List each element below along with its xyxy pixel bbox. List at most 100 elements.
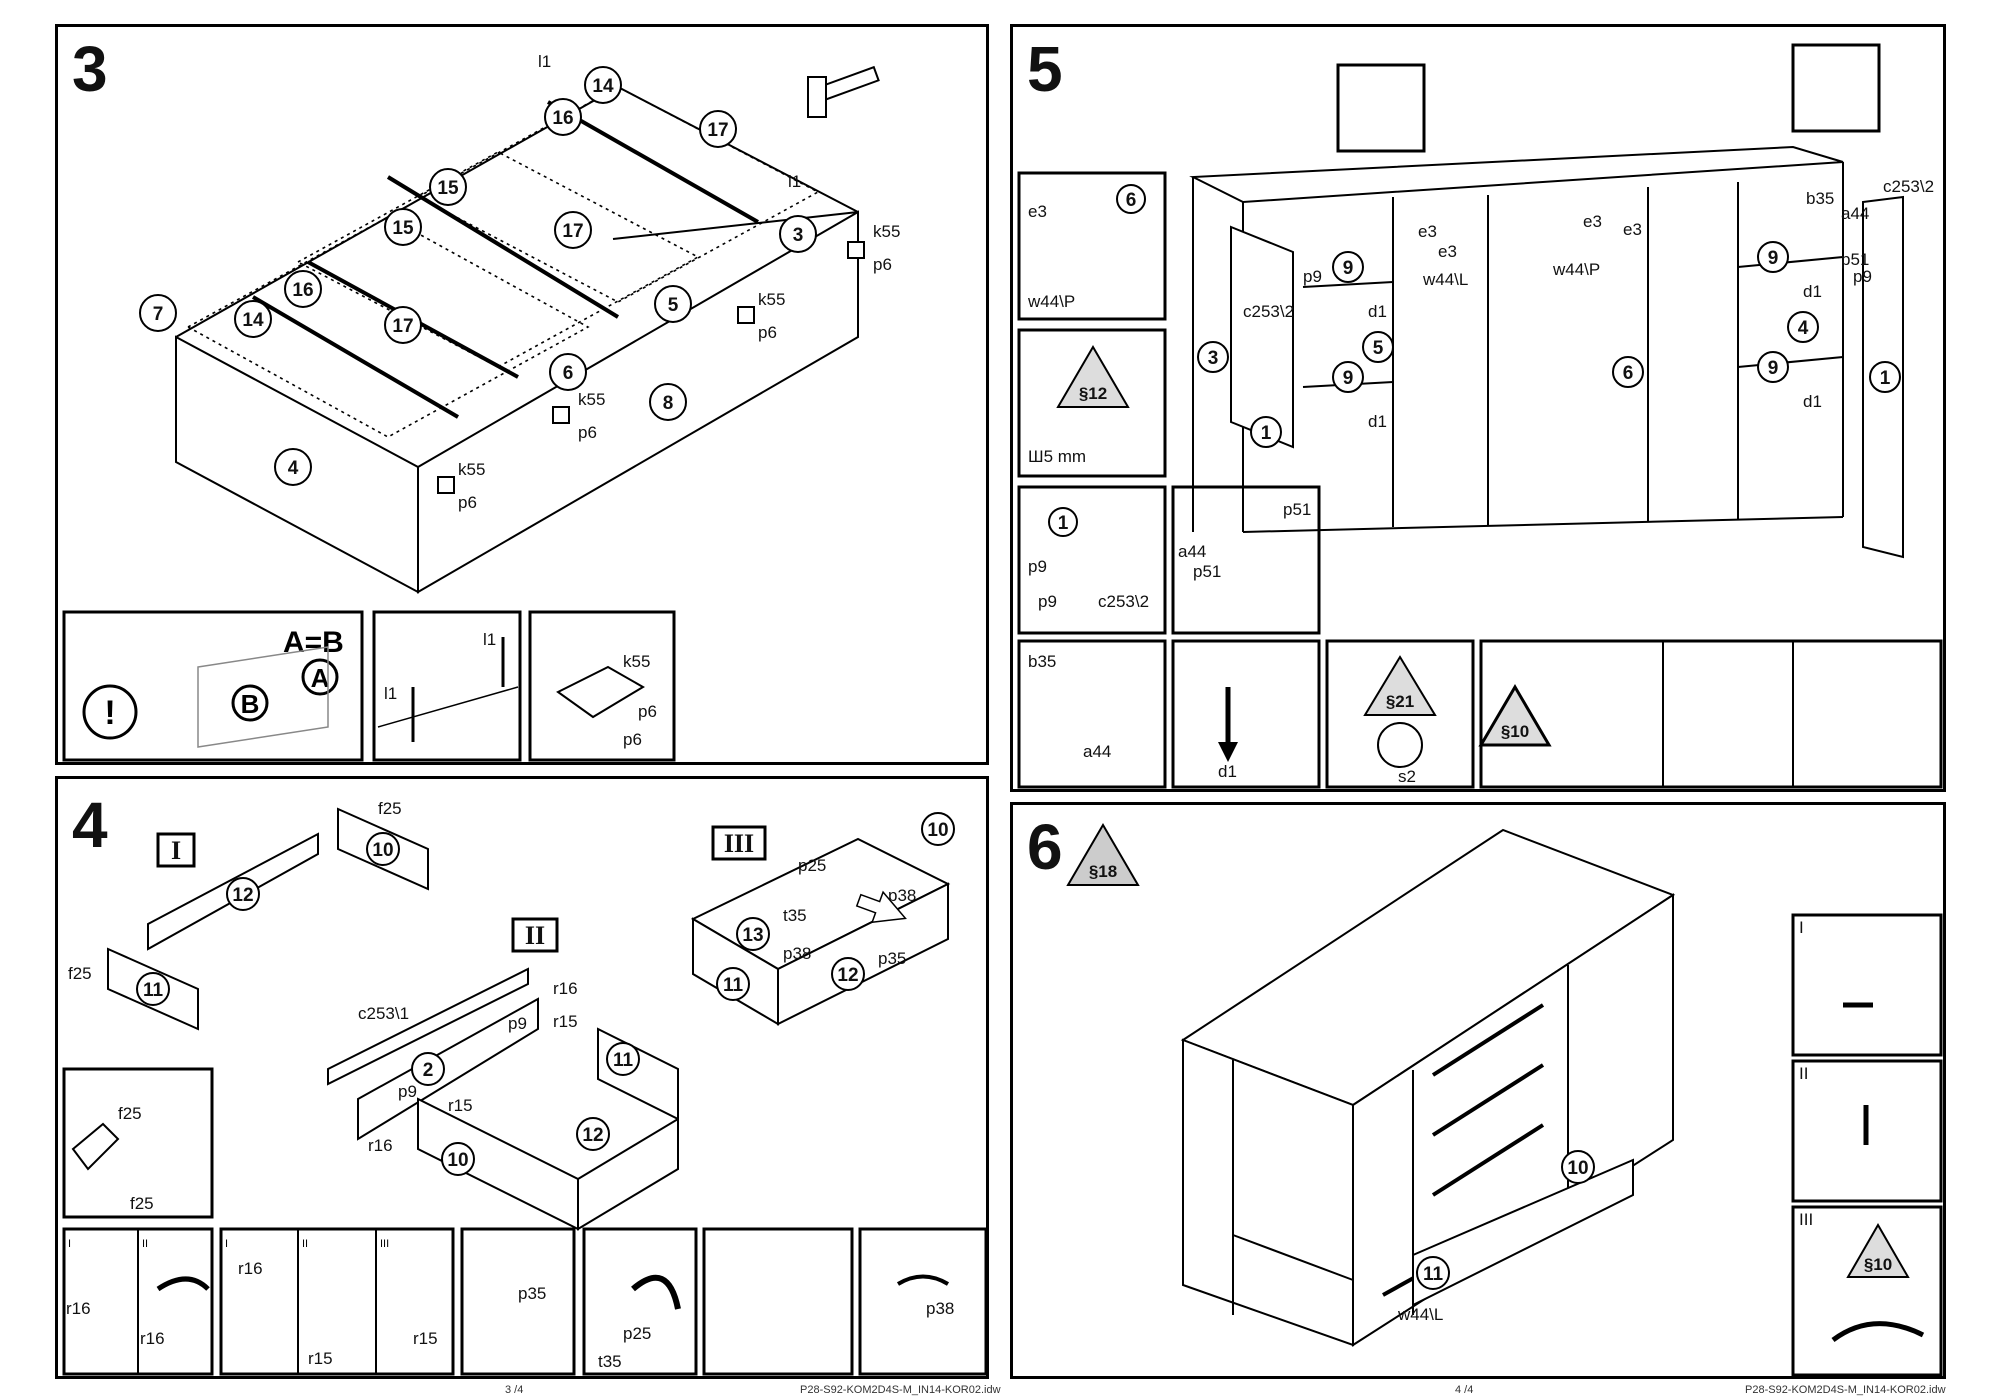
l1-detail-label-2: l1 bbox=[384, 684, 397, 703]
r15-label-2: r15 bbox=[448, 1096, 473, 1115]
w44l-label: w44\L bbox=[1397, 1305, 1443, 1324]
d1-label-4: d1 bbox=[1803, 392, 1822, 411]
detail-roman-ii: II bbox=[1799, 1064, 1808, 1083]
strip-p38-label: p38 bbox=[926, 1299, 954, 1318]
callout-11c-label: 11 bbox=[723, 975, 744, 996]
p6-label-4: p6 bbox=[458, 493, 477, 512]
inset-e3-label: e3 bbox=[1028, 202, 1047, 221]
strip-r16-label-3: r16 bbox=[238, 1259, 263, 1278]
s2-label: s2 bbox=[1398, 767, 1416, 786]
step-3-drawing: 14 16 17 15 15 17 3 5 7 16 14 17 6 bbox=[62, 52, 900, 762]
strip-p25-label: p25 bbox=[623, 1324, 651, 1343]
f25-detail-label-2: f25 bbox=[130, 1194, 154, 1213]
callout-3-label: 3 bbox=[1208, 348, 1219, 369]
rotate-arrow-icon bbox=[1831, 1321, 1925, 1343]
callout-11-label: 11 bbox=[1423, 1264, 1444, 1285]
p6-label-3: p6 bbox=[578, 423, 597, 442]
r15-label: r15 bbox=[553, 1012, 578, 1031]
l1-label: l1 bbox=[538, 52, 551, 71]
p6-label-2: p6 bbox=[758, 323, 777, 342]
b-label: B bbox=[241, 689, 260, 719]
badge-s18: §18 bbox=[1089, 862, 1117, 881]
callout-4-label: 4 bbox=[1798, 318, 1809, 339]
arrow-icon bbox=[855, 890, 907, 924]
e3-label-4: e3 bbox=[1623, 220, 1642, 239]
footer-left-page: 3 /4 bbox=[505, 1384, 524, 1396]
p6-label: p6 bbox=[873, 255, 892, 274]
callout-14-label: 14 bbox=[592, 76, 614, 97]
callout-11b-label: 11 bbox=[613, 1050, 634, 1071]
rotate-arrow-icon bbox=[631, 1274, 681, 1310]
k55-label: k55 bbox=[873, 222, 900, 241]
callout-16-label: 16 bbox=[552, 108, 573, 129]
callout-9c-label: 9 bbox=[1768, 248, 1779, 269]
step-number: 3 bbox=[72, 33, 108, 105]
callout-9d-label: 9 bbox=[1768, 358, 1779, 379]
strip-roman-i-b: I bbox=[225, 1238, 228, 1250]
k55-label-4: k55 bbox=[458, 460, 485, 479]
callout-16b-label: 16 bbox=[292, 280, 313, 301]
callout-10c-label: 10 bbox=[927, 820, 948, 841]
drill-icon bbox=[1791, 43, 1881, 133]
a44-label: a44 bbox=[1841, 204, 1869, 223]
c2531-label: c253\1 bbox=[358, 1004, 409, 1023]
p25-label: p25 bbox=[798, 856, 826, 875]
callout-12b-label: 12 bbox=[582, 1125, 603, 1146]
roman-i: I bbox=[171, 836, 181, 865]
k55-label-2: k55 bbox=[758, 290, 785, 309]
inset-p51-label: p51 bbox=[1193, 562, 1221, 581]
warning-triangle-icon bbox=[1478, 684, 1552, 747]
strip-r15-label: r15 bbox=[308, 1349, 333, 1368]
warning-triangle-icon bbox=[1056, 345, 1130, 408]
r16-label: r16 bbox=[553, 979, 578, 998]
inset-p9-label: p9 bbox=[1028, 557, 1047, 576]
callout-17c-label: 17 bbox=[392, 316, 413, 337]
detail-roman-i: I bbox=[1799, 918, 1804, 937]
d1-label: d1 bbox=[1368, 302, 1387, 321]
step-4-panel: 4 I II III 12 10 11 f25 f25 2 bbox=[55, 776, 989, 1379]
drill-size-label: Ш5 mm bbox=[1028, 447, 1086, 466]
inset-a44-label-2: a44 bbox=[1083, 742, 1111, 761]
strip-t35-label: t35 bbox=[598, 1352, 622, 1371]
step-5-panel: 5 9 9 bbox=[1010, 24, 1946, 792]
strip-roman-ii-b: II bbox=[302, 1238, 308, 1250]
p38-label: p38 bbox=[888, 886, 916, 905]
l1-label-2: l1 bbox=[788, 172, 801, 191]
footer-left-code: P28-S92-KOM2D4S-M_IN14-KOR02.idw bbox=[800, 1384, 1001, 1396]
f25-label-2: f25 bbox=[68, 964, 92, 983]
drill-icon bbox=[1336, 63, 1426, 153]
footer-right-code: P28-S92-KOM2D4S-M_IN14-KOR02.idw bbox=[1745, 1384, 1946, 1396]
c2532-label-2: c253\2 bbox=[1883, 177, 1934, 196]
inset-b35-label: b35 bbox=[1028, 652, 1056, 671]
inset-1-label: 1 bbox=[1058, 513, 1069, 534]
callout-13-label: 13 bbox=[742, 925, 763, 946]
inset-c2532-label: c253\2 bbox=[1098, 592, 1149, 611]
rotate-arrow-icon bbox=[156, 1276, 210, 1292]
hammer-icon bbox=[71, 1122, 120, 1171]
callout-10b-label: 10 bbox=[447, 1150, 468, 1171]
warning-triangle-icon bbox=[1846, 1222, 1910, 1278]
callout-1b-label: 1 bbox=[1261, 423, 1272, 444]
callout-3-label: 3 bbox=[793, 225, 804, 246]
roman-ii: II bbox=[525, 921, 545, 950]
callout-11a-label: 11 bbox=[143, 980, 164, 1001]
s10-label: §10 bbox=[1501, 722, 1529, 741]
f25-label: f25 bbox=[378, 799, 402, 818]
s12-label: §12 bbox=[1079, 384, 1107, 403]
inset-w44p-label: w44\P bbox=[1027, 292, 1075, 311]
e3-label-3: e3 bbox=[1583, 212, 1602, 231]
strip-r16-label-2: r16 bbox=[140, 1329, 165, 1348]
p9-label: p9 bbox=[508, 1014, 527, 1033]
step-number: 5 bbox=[1027, 33, 1063, 105]
inset-p51-label-2: p51 bbox=[1283, 500, 1311, 519]
p6-detail-label-2: p6 bbox=[623, 730, 642, 749]
s21-label: §21 bbox=[1386, 692, 1414, 711]
step-4-drawing: I II III 12 10 11 f25 f25 2 11 12 bbox=[62, 799, 988, 1376]
t35-label: t35 bbox=[783, 906, 807, 925]
w44p-label: w44\P bbox=[1552, 260, 1600, 279]
step-5-drawing: 9 9 9 9 5 3 4 6 1 1 d1 d1 d1 d1 w44\L w4… bbox=[1017, 43, 1943, 789]
strip-r16-label: r16 bbox=[66, 1299, 91, 1318]
callout-12c-label: 12 bbox=[837, 965, 858, 986]
callout-9b-label: 9 bbox=[1343, 368, 1354, 389]
footer-right-page: 4 /4 bbox=[1455, 1384, 1474, 1396]
